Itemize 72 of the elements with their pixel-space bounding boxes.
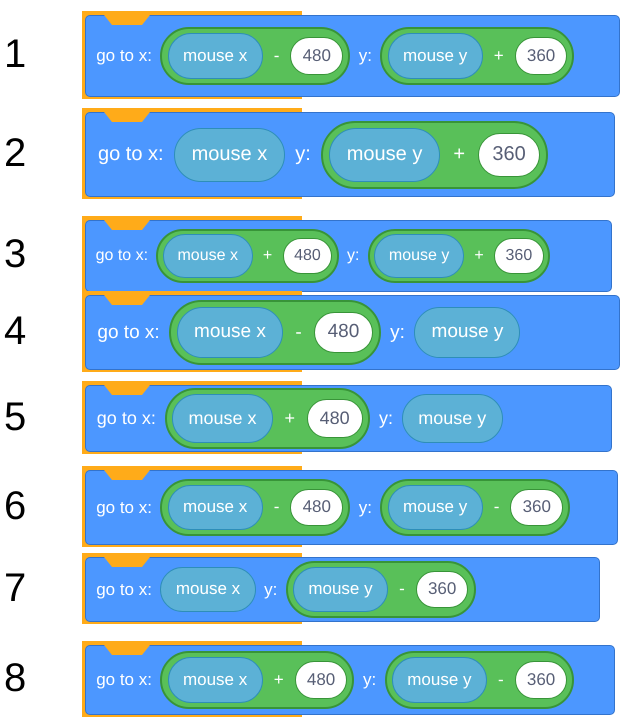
row-number: 5	[4, 396, 26, 436]
block-label: y:	[295, 143, 311, 166]
operator-sign: +	[274, 670, 284, 690]
number-input: 360	[514, 661, 568, 699]
sensing-reporter: mouse y	[328, 128, 440, 182]
operator-sign: -	[498, 670, 504, 690]
number-input: 360	[494, 238, 544, 274]
motion-block	[85, 385, 612, 452]
motion-block	[85, 557, 600, 622]
sensing-reporter: mouse x	[168, 484, 263, 530]
operator-sign: -	[399, 579, 405, 600]
number-input: 360	[514, 37, 568, 75]
block-label: go to x:	[96, 580, 152, 600]
block-label: go to x:	[97, 322, 160, 344]
block-label: go to x:	[96, 670, 152, 690]
operator-sign: +	[474, 246, 484, 265]
number-input: 360	[478, 132, 540, 176]
row-number: 1	[4, 34, 26, 74]
sensing-reporter: mouse x	[168, 657, 263, 703]
operator-sign: +	[284, 408, 296, 429]
operator-sign: +	[494, 46, 504, 66]
row-number: 7	[4, 568, 26, 608]
sensing-reporter: mouse x	[168, 33, 263, 79]
sensing-reporter: mouse x	[160, 566, 256, 612]
operator-sign: -	[295, 322, 302, 344]
motion-block	[85, 112, 615, 197]
number-input: 480	[306, 398, 363, 438]
sensing-reporter: mouse x	[162, 234, 253, 278]
sensing-reporter: mouse y	[402, 394, 503, 443]
sensing-reporter: mouse y	[374, 234, 464, 278]
number-input: 480	[314, 312, 373, 354]
block-label: y:	[390, 322, 405, 344]
block-label: y:	[358, 46, 372, 66]
sensing-reporter: mouse y	[388, 33, 483, 79]
number-input: 480	[282, 238, 332, 274]
number-input: 480	[290, 488, 344, 526]
operator-sign: +	[453, 143, 466, 166]
sensing-reporter: mouse y	[392, 657, 487, 703]
sensing-reporter: mouse x	[174, 128, 286, 182]
block-label: y:	[378, 408, 393, 429]
motion-block	[85, 295, 620, 370]
number-input: 360	[510, 488, 564, 526]
motion-block	[85, 645, 615, 715]
block-label: y:	[362, 670, 376, 690]
operator-sign: -	[274, 46, 280, 66]
sensing-reporter: mouse x	[176, 306, 283, 358]
block-label: go to x:	[96, 408, 156, 429]
row-number: 4	[4, 310, 26, 350]
block-label: y:	[347, 247, 360, 265]
operator-sign: -	[274, 497, 280, 518]
sensing-reporter: mouse y	[388, 484, 483, 530]
motion-block	[85, 220, 612, 292]
operator-sign: +	[262, 246, 272, 265]
sensing-reporter: mouse y	[292, 566, 388, 612]
motion-block	[85, 15, 620, 97]
row-number: 2	[4, 132, 26, 172]
motion-block	[85, 470, 618, 545]
number-input: 480	[294, 661, 348, 699]
sensing-reporter: mouse y	[414, 306, 520, 358]
block-label: go to x:	[96, 46, 152, 66]
row-number: 6	[4, 486, 26, 526]
block-label: y:	[264, 580, 278, 600]
row-number: 8	[4, 658, 26, 698]
number-input: 360	[416, 570, 468, 608]
number-input: 480	[290, 37, 344, 75]
sensing-reporter: mouse x	[172, 394, 273, 443]
block-label: go to x:	[96, 498, 152, 518]
block-label: y:	[358, 498, 372, 518]
operator-sign: -	[494, 497, 500, 518]
block-label: go to x:	[98, 143, 164, 166]
block-label: go to x:	[96, 247, 148, 265]
row-number: 3	[4, 234, 26, 274]
